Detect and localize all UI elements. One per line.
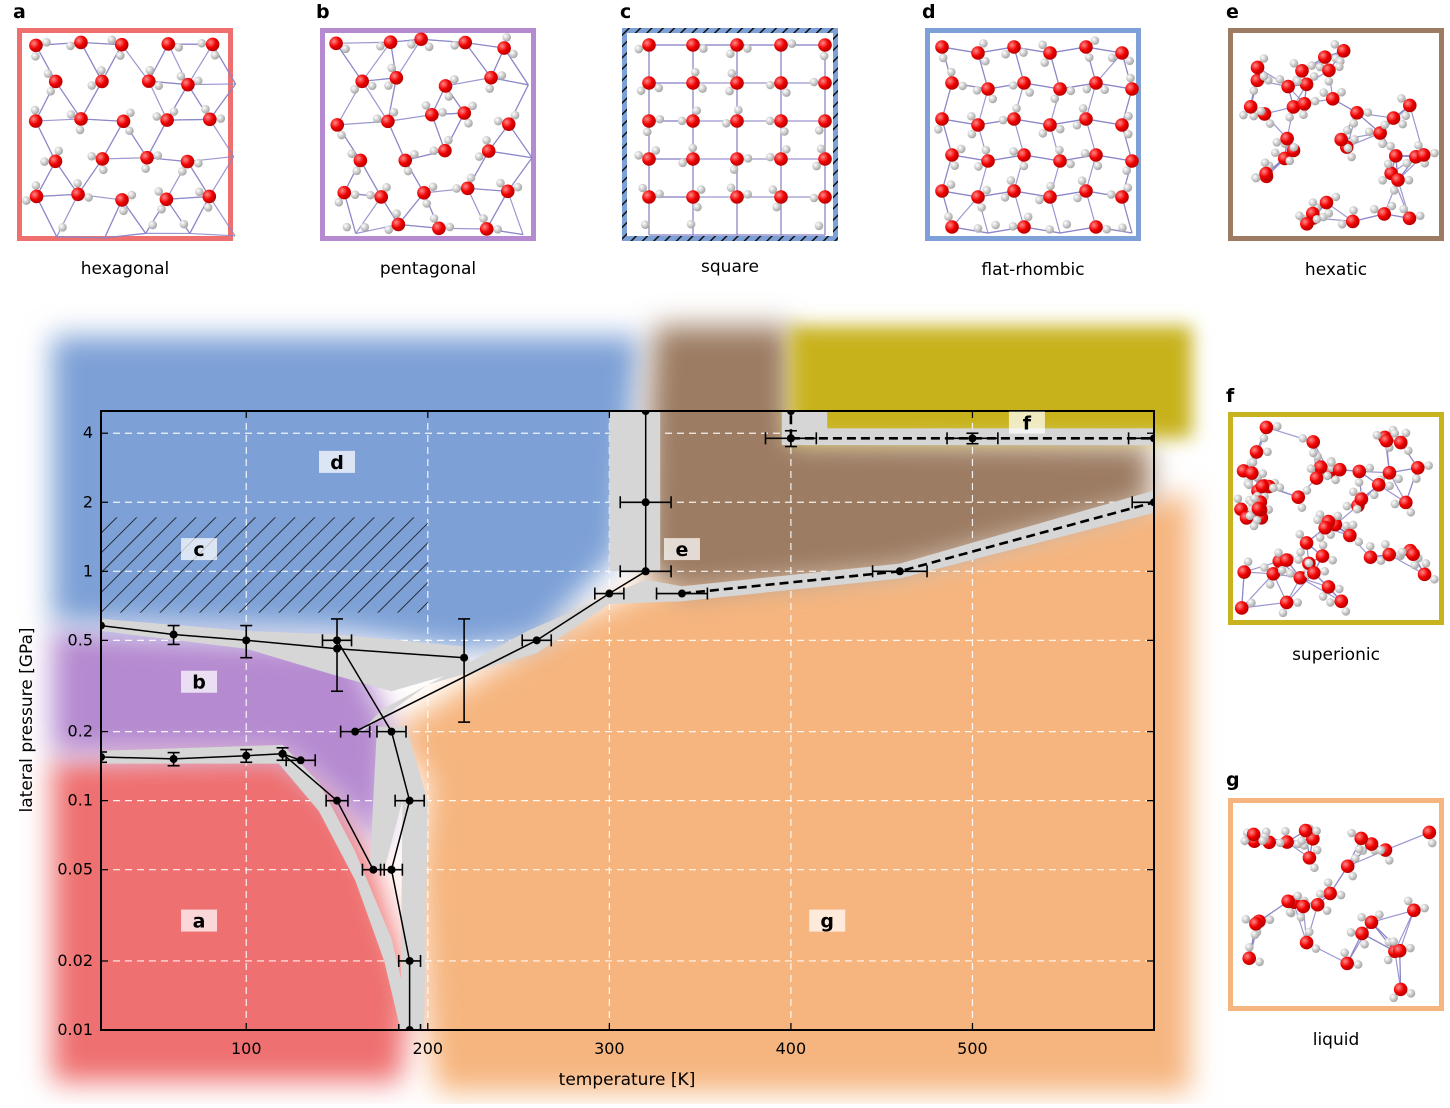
data-point [406,797,414,805]
region-label-text: f [1023,413,1032,435]
data-point [170,755,178,763]
panel-caption: superionic [1292,645,1380,665]
data-point [351,728,359,736]
x-tick-label: 100 [231,1039,262,1058]
hatch-fill [101,517,428,612]
data-point [369,866,377,874]
region-label-b: b [181,671,217,694]
panel-background [627,33,833,236]
region-label-d: d [319,451,355,474]
data-point [406,957,414,965]
data-point [787,434,795,442]
x-tick-label: 400 [776,1039,807,1058]
data-point [642,567,650,575]
panel-a: a hexagonal [13,1,236,279]
data-point [242,636,250,644]
panel-caption: liquid [1313,1030,1360,1050]
region-label-text: a [193,911,206,933]
data-point [279,750,287,758]
data-point [642,498,650,506]
y-tick-label: 0.05 [57,860,93,879]
panel-letter: d [922,1,936,23]
data-point [533,636,541,644]
panel-caption: square [701,257,759,277]
panel-caption: hexagonal [81,259,170,279]
region-label-f: f [1009,412,1045,435]
panel-g: g liquid [1226,769,1444,1050]
region-label-text: g [820,911,834,933]
data-point [678,590,686,598]
x-tick-label: 500 [957,1039,988,1058]
panel-caption: pentagonal [380,259,476,279]
region-label-text: e [676,539,689,561]
panel-c: c square [620,1,838,277]
region-label-text: d [330,452,344,474]
panel-letter: c [620,1,631,23]
region-label-g: g [809,910,845,933]
region-label-a: a [181,910,217,933]
hatched-region-c [101,517,428,612]
y-tick-label: 0.1 [68,791,93,810]
panel-f: f superionic [1226,385,1444,665]
panel-background [1233,33,1439,236]
data-point [968,434,976,442]
data-point [605,590,613,598]
y-tick-label: 0.02 [57,951,93,970]
panel-letter: f [1226,385,1235,407]
panel-caption: flat-rhombic [981,260,1084,280]
region-label-text: b [192,672,206,694]
region-f-background [790,326,1192,440]
panel-caption: hexatic [1305,260,1367,280]
y-tick-label: 0.2 [68,722,93,741]
data-point [242,752,250,760]
data-point [896,567,904,575]
panel-letter: a [13,1,26,23]
panel-e: e hexatic [1226,1,1444,280]
x-axis-label: temperature [K] [559,1070,696,1090]
band-vertical-320 [609,411,660,571]
data-point [333,636,341,644]
data-point [170,631,178,639]
y-tick-label: 1 [83,561,93,580]
y-axis-label: lateral pressure [GPa] [17,628,37,813]
y-tick-label: 0.01 [57,1020,93,1039]
data-point [387,728,395,736]
region-label-text: c [193,539,204,561]
data-point [333,797,341,805]
x-tick-label: 200 [413,1039,444,1058]
y-tick-label: 4 [83,423,93,442]
panel-b: b pentagonal [316,1,536,279]
panel-letter: b [316,1,330,23]
panel-letter: g [1226,769,1240,791]
panel-d: d flat-rhombic [922,1,1141,280]
region-label-c: c [181,538,217,561]
y-tick-label: 0.5 [68,630,93,649]
y-tick-label: 2 [83,492,93,511]
panel-letter: e [1226,1,1239,23]
x-tick-label: 300 [594,1039,625,1058]
data-point [297,756,305,764]
band-horizontal-3.8 [782,428,1154,445]
panel-background [930,33,1136,236]
data-point [387,866,395,874]
region-label-e: e [664,538,700,561]
data-point [460,654,468,662]
